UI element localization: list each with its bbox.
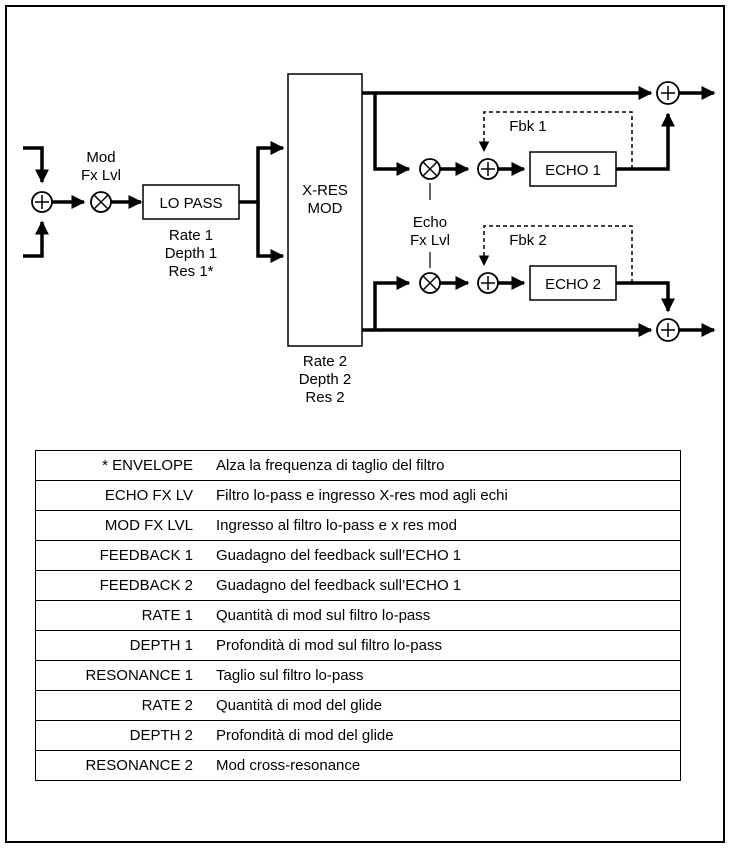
fbk1-label: Fbk 1 xyxy=(509,118,547,135)
echo2-label: ECHO 2 xyxy=(545,276,601,293)
res1-label: Res 1* xyxy=(168,263,213,280)
signal-flow-diagram: Mod Fx Lvl LO PASS Rate 1 Depth 1 Res 1*… xyxy=(23,73,716,406)
mod-fx-lvl-label-1: Mod xyxy=(86,149,115,166)
param-key: RATE 1 xyxy=(35,600,203,631)
feedback-paths xyxy=(478,111,633,283)
rate2-label: Rate 2 xyxy=(303,353,347,370)
fbk2-label: Fbk 2 xyxy=(509,232,547,249)
echo1-block xyxy=(529,151,617,187)
param-description: Profondità di mod del glide xyxy=(203,720,681,751)
output2-sum xyxy=(656,318,680,342)
xres-label-2: MOD xyxy=(308,200,343,217)
param-description: Profondità di mod sul filtro lo-pass xyxy=(203,630,681,661)
echo-fx-lvl-label-1: Echo xyxy=(413,214,447,231)
param-key: RATE 2 xyxy=(35,690,203,721)
xres-mod-block xyxy=(287,73,363,347)
echo1-feedback-sum xyxy=(477,158,499,180)
param-key: RESONANCE 1 xyxy=(35,660,203,691)
param-key: MOD FX LVL xyxy=(35,510,203,541)
lo-pass-block xyxy=(142,184,240,220)
output1-sum xyxy=(656,81,680,105)
mod-fx-lvl-label-2: Fx Lvl xyxy=(81,167,121,184)
param-description: Ingresso al filtro lo-pass e x res mod xyxy=(203,510,681,541)
echo-fx-lvl-label-2: Fx Lvl xyxy=(410,232,450,249)
xres-label-1: X-RES xyxy=(302,182,348,199)
param-key: FEEDBACK 1 xyxy=(35,540,203,571)
page-frame xyxy=(5,5,725,843)
param-description: Alza la frequenza di taglio del filtro xyxy=(203,450,681,481)
param-key: DEPTH 2 xyxy=(35,720,203,751)
param-key: RESONANCE 2 xyxy=(85,757,193,774)
table-row: RESONANCE 2 Mod cross-resonance xyxy=(36,751,681,781)
mod-fx-multiplier xyxy=(90,191,112,213)
param-description: Guadagno del feedback sull’ECHO 1 xyxy=(203,570,681,601)
echo2-multiplier xyxy=(419,272,441,294)
echo1-label: ECHO 1 xyxy=(545,162,601,179)
param-description: Guadagno del feedback sull’ECHO 1 xyxy=(203,540,681,571)
echo2-block xyxy=(529,265,617,301)
res2-label: Res 2 xyxy=(305,389,344,406)
param-key: DEPTH 1 xyxy=(35,630,203,661)
param-description: Quantità di mod del glide xyxy=(203,690,681,721)
param-description: Taglio sul filtro lo-pass xyxy=(203,660,681,691)
param-description: Filtro lo-pass e ingresso X-res mod agli… xyxy=(203,480,681,511)
param-key: * ENVELOPE xyxy=(35,450,203,481)
input-lines xyxy=(23,141,285,263)
signal-wires xyxy=(362,86,716,337)
input-sum-node xyxy=(31,191,53,213)
echo1-multiplier xyxy=(419,158,441,180)
echo2-feedback-sum xyxy=(477,272,499,294)
lo-pass-label: LO PASS xyxy=(159,195,222,212)
param-key: ECHO FX LV xyxy=(35,480,203,511)
depth2-label: Depth 2 xyxy=(299,371,352,388)
param-key: FEEDBACK 2 xyxy=(35,570,203,601)
depth1-label: Depth 1 xyxy=(165,245,218,262)
param-description: Mod cross-resonance xyxy=(216,757,361,774)
param-description: Quantità di mod sul filtro lo-pass xyxy=(203,600,681,631)
rate1-label: Rate 1 xyxy=(169,227,213,244)
